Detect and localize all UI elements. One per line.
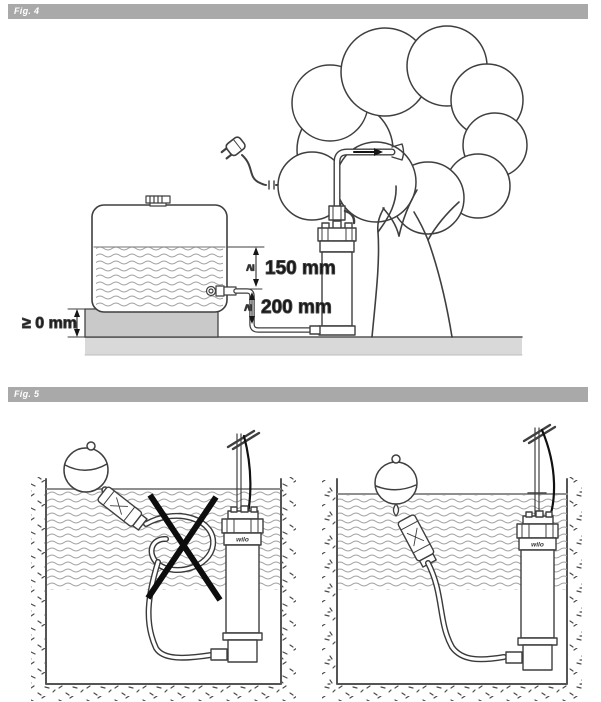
cross-out-x-icon	[145, 493, 223, 602]
suction-filter	[97, 486, 148, 531]
tap-handle	[343, 209, 356, 225]
pump-head	[516, 523, 559, 539]
dimension-0mm: ≥ 0 mm	[22, 308, 86, 338]
ground	[84, 336, 523, 356]
dim-0mm-label: ≥ 0 mm	[22, 315, 77, 332]
pump-lower	[227, 639, 258, 663]
well-soil	[322, 477, 582, 701]
float-switch	[63, 441, 109, 494]
figure5-left-panel: wilo	[31, 429, 296, 701]
wilo-logo: wilo	[531, 542, 544, 549]
water-tank	[91, 195, 237, 313]
gte-symbol-200: ≥	[241, 304, 255, 311]
garden-pump	[309, 220, 357, 336]
float-link	[392, 503, 400, 517]
pump-inlet	[505, 651, 523, 664]
pump-body	[520, 549, 555, 639]
submersible-pump-left: wilo	[210, 505, 264, 663]
flow-arrow-icon	[374, 148, 383, 156]
figure5-caption-bar: Fig. 5	[8, 387, 588, 402]
dimension-200mm: ≥ 200 mm	[241, 292, 332, 324]
pump-lower	[522, 644, 553, 671]
hose-with-loop	[143, 512, 217, 661]
pipe-outlet-flare	[391, 143, 405, 161]
pump-suspension	[522, 423, 557, 525]
figure5-right-panel: wilo	[322, 423, 582, 701]
pump-foot	[318, 325, 356, 336]
figure4-label: Fig. 4	[14, 6, 40, 16]
well-walls	[45, 478, 282, 685]
dimension-150mm: ≥ 150 mm	[227, 246, 336, 290]
tree-trunk	[371, 185, 460, 338]
submersible-pump-right: wilo	[505, 510, 559, 671]
pump-inlet	[309, 325, 321, 335]
pipe-union-tap	[328, 205, 356, 225]
pump-body	[225, 544, 260, 634]
water-fill	[96, 247, 223, 308]
power-plug-icon	[220, 136, 246, 160]
pump-head	[221, 518, 264, 534]
float-switch	[374, 454, 418, 517]
dim-200mm-label: 200 mm	[261, 297, 332, 318]
figure4-illustration: ≥ 150 mm ≥ 200 mm ≥ 0 mm	[22, 25, 528, 356]
tank-outlet-fitting	[205, 285, 237, 297]
dim-150mm-label: 150 mm	[265, 258, 336, 279]
float-ball	[374, 461, 418, 505]
hose-correct-run	[425, 560, 507, 663]
tree	[277, 25, 528, 338]
figure5-label: Fig. 5	[14, 389, 40, 399]
tank-plinth	[84, 308, 219, 338]
gte-symbol-150: ≥	[243, 264, 257, 271]
tree-crown	[277, 25, 528, 235]
float-ring	[86, 441, 96, 451]
tank-cap	[145, 195, 171, 207]
pump-head	[317, 227, 357, 242]
float-ring	[391, 454, 401, 464]
well-soil	[31, 477, 296, 701]
wilo-logo: wilo	[236, 537, 249, 544]
riser-pipe	[328, 143, 405, 234]
figure4-caption-bar: Fig. 4	[8, 4, 588, 19]
pump-inlet	[210, 648, 228, 661]
